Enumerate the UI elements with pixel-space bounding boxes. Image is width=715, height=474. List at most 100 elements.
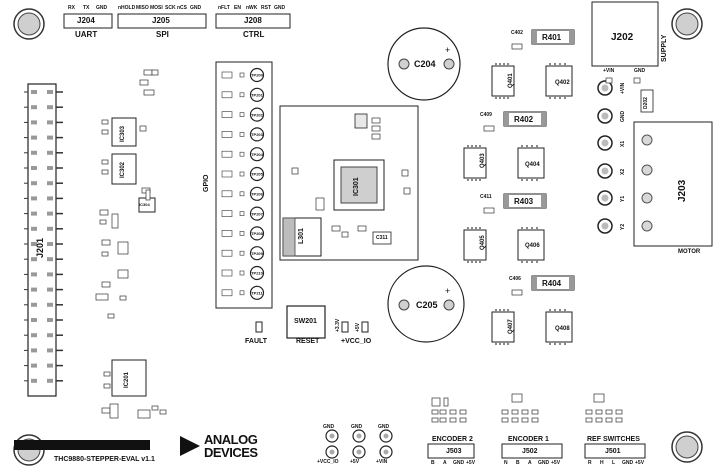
adi-logo-icon	[180, 436, 200, 456]
mosfet-lead	[536, 260, 538, 263]
mosfet-lead	[564, 96, 566, 99]
smd-part	[511, 393, 523, 403]
testpoint	[249, 147, 265, 162]
header-pin	[47, 211, 53, 216]
smd-part	[95, 293, 109, 301]
ic-ic302	[111, 153, 137, 185]
resistor-pad	[221, 170, 233, 178]
encoder2-ref: J503	[446, 448, 462, 455]
enc1-pin-n: N	[504, 460, 508, 466]
header-pin	[47, 348, 53, 353]
smd-components	[95, 43, 641, 423]
c204-plus: +	[445, 45, 451, 55]
mosfet-lead	[503, 63, 505, 66]
header-pin	[31, 257, 37, 262]
smd-part	[101, 251, 109, 257]
resistor-pad	[221, 289, 233, 297]
testpoint-hole	[329, 433, 335, 439]
smd-part	[357, 225, 367, 232]
mosfet-lead	[526, 260, 528, 263]
testpoint	[249, 166, 265, 182]
smd-part	[315, 197, 325, 211]
tp-gnd-3-label: GND	[378, 424, 390, 430]
testpoint-label: TP208	[251, 231, 264, 236]
header-pin	[31, 333, 37, 338]
ic302-label: IC302	[120, 161, 126, 178]
logo-line1: ANALOG	[204, 432, 258, 447]
header-pin	[47, 181, 53, 186]
header-pin	[47, 226, 53, 231]
smd-part	[119, 295, 127, 301]
smd-part	[483, 125, 495, 132]
tp-vin-label: +VIN	[376, 459, 388, 465]
smd-part	[501, 409, 509, 415]
enc1-pin-gnd: GND	[538, 460, 550, 466]
mosfet-lead	[507, 309, 509, 312]
testpoint-label: TP204	[251, 152, 264, 157]
resistor-pad	[239, 250, 245, 256]
smd-part	[117, 269, 129, 279]
ctrl-title: CTRL	[243, 30, 265, 39]
smd-part	[159, 409, 167, 415]
smd-part	[483, 207, 495, 214]
c409-label: C409	[480, 112, 492, 118]
resistor-pad	[221, 131, 233, 138]
ic303-label: IC303	[120, 125, 126, 142]
motor-pin-x2: X2	[620, 168, 626, 175]
resistor-pad	[221, 111, 233, 118]
vin-pad-label: +VIN	[620, 82, 626, 94]
testpoint-label: TP206	[251, 192, 264, 197]
header-pin	[31, 196, 37, 201]
mosfet-lead	[549, 96, 551, 99]
reset-label: RESET	[296, 338, 320, 345]
q404-label: Q404	[525, 162, 540, 168]
smd-part	[531, 409, 539, 415]
testpoint	[249, 87, 265, 102]
smd-part	[111, 213, 119, 229]
encoder1-ref: J502	[522, 448, 538, 455]
mosfet-lead	[564, 63, 566, 66]
smd-part	[449, 409, 457, 415]
uart-ref: J204	[77, 16, 95, 25]
ref-pin-h: H	[600, 460, 604, 466]
q403-label: Q403	[480, 153, 486, 168]
motor-title: MOTOR	[678, 249, 701, 255]
header-pin	[47, 333, 53, 338]
q401-label: Q401	[508, 73, 514, 88]
smd-part	[521, 417, 529, 423]
gpio-header	[24, 83, 63, 397]
resistor-r401	[531, 29, 575, 45]
header-pin	[31, 166, 37, 170]
enc2-pin-b: B	[431, 460, 435, 466]
mosfet-lead	[559, 309, 561, 312]
header-pin	[31, 272, 37, 277]
driver-module	[279, 105, 419, 261]
smd-part	[439, 417, 447, 423]
smd-part	[341, 231, 349, 238]
ic-ic303	[111, 117, 137, 147]
resistor-r402	[503, 111, 547, 127]
smd-part	[459, 409, 467, 415]
reset-switch	[286, 305, 326, 339]
smd-part	[403, 187, 411, 195]
ic201-label: IC201	[124, 371, 130, 388]
header-pin	[31, 135, 37, 140]
mosfet-lead	[559, 63, 561, 66]
header-pin	[31, 105, 37, 110]
resistor-pad	[221, 249, 233, 257]
mosfet-lead	[499, 342, 501, 345]
header-pin	[47, 272, 53, 277]
resistor-r403	[503, 193, 547, 209]
header-pin	[31, 287, 37, 292]
resistor-pad	[221, 210, 233, 217]
c411-label: C411	[480, 194, 492, 200]
testpoint-hole	[356, 449, 362, 455]
smd-part	[101, 239, 111, 246]
encoder2-header	[427, 443, 475, 459]
testpoint-label: TP202	[251, 112, 264, 117]
smd-part	[107, 313, 115, 319]
resistor-pad	[239, 171, 245, 177]
smd-part	[109, 403, 119, 419]
